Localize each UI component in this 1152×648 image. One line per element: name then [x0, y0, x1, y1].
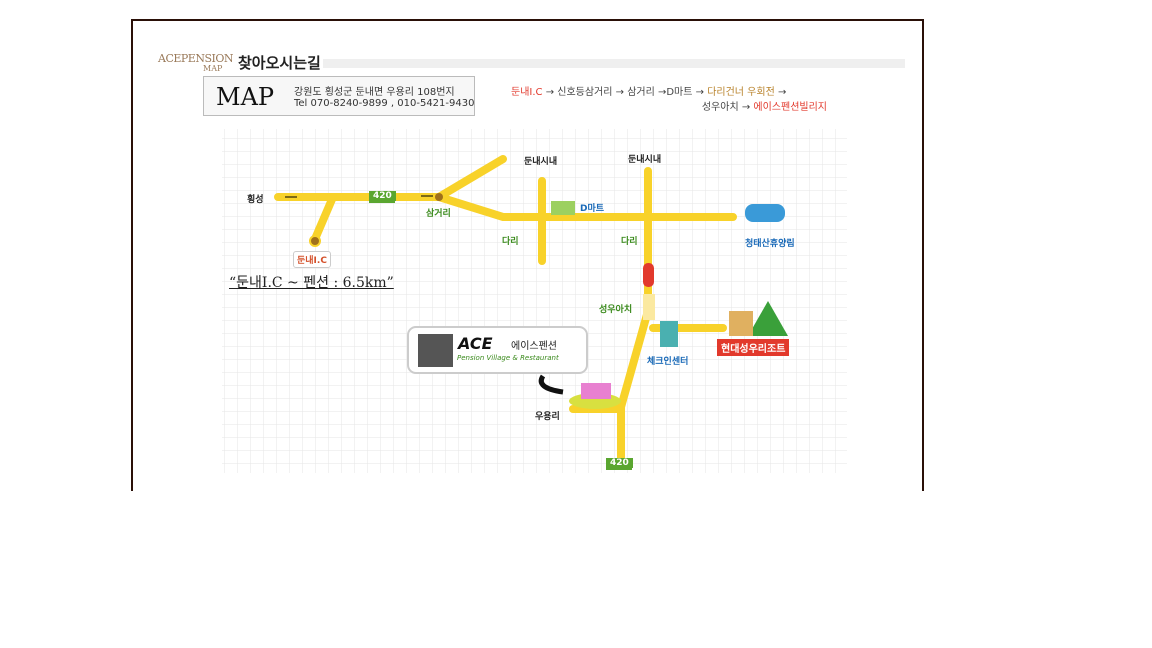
label-seongu-arch: 성우아치 — [599, 305, 633, 315]
label-samgeori: 삼거리 — [426, 209, 451, 219]
checkin-building-icon — [660, 321, 678, 347]
label-uyongri: 우용리 — [535, 412, 560, 422]
pension-icon — [581, 383, 611, 399]
brand-logo: ACEPENSION — [158, 52, 233, 65]
address-box: MAP 강원도 횡성군 둔내면 우용리 108번지 Tel 070-8240-9… — [203, 76, 475, 116]
route-segment: 에이스펜션빌리지 — [753, 102, 827, 113]
address: 강원도 횡성군 둔내면 우용리 108번지 — [294, 87, 455, 98]
route-segment: 다리건너 우회전 — [707, 87, 775, 98]
route-line-1: 둔내I.C → 신호등삼거리 → 삼거리 →D마트 → 다리건너 우회전 → — [511, 83, 786, 98]
label-dunnae-city-2: 둔내시내 — [628, 155, 662, 165]
telephone: Tel 070-8240-9899 , 010-5421-9430 — [294, 98, 475, 109]
brand-sub: MAP — [203, 64, 223, 73]
route-segment: → 신호등삼거리 → 삼거리 →D마트 → — [542, 87, 708, 98]
road-sign-420-south: 420 — [606, 458, 633, 468]
pension-photo — [418, 334, 453, 367]
label-bridge-1: 다리 — [502, 237, 519, 247]
distance-note: “둔내I.C ~ 펜션 : 6.5km” — [229, 275, 394, 291]
label-hoengseong: 횡성 — [247, 195, 264, 205]
mountain-icon — [748, 301, 788, 336]
route-segment: 성우아치 → — [701, 102, 754, 113]
castle-icon — [729, 311, 753, 336]
arrow-icon — [538, 374, 564, 395]
car-icon — [643, 263, 654, 287]
label-dunnae-city-1: 둔내시내 — [524, 157, 558, 167]
map-label: MAP — [216, 83, 275, 111]
title-bar — [323, 59, 905, 68]
label-checkin: 체크인센터 — [647, 357, 689, 367]
route-line-2: 성우아치 → 에이스펜션빌리지 — [702, 98, 827, 113]
road-sign-420: 420 — [369, 191, 396, 201]
label-bridge-2: 다리 — [621, 237, 638, 247]
ace-subtitle: Pension Village & Restaurant — [457, 354, 559, 362]
road-map — [222, 129, 847, 473]
page-title: 찾아오시는길 — [238, 54, 321, 72]
arch-icon — [643, 294, 655, 320]
label-resort: 현대성우리조트 — [717, 339, 790, 356]
label-dunnae-ic: 둔내I.C — [293, 251, 331, 268]
label-dmart: D마트 — [580, 204, 605, 214]
map-frame: ACEPENSION MAP 찾아오시는길 MAP 강원도 횡성군 둔내면 우용… — [131, 19, 924, 491]
ace-name: 에이스펜션 — [511, 341, 557, 352]
ace-logo: ACE — [458, 334, 493, 353]
label-forest: 청태산휴양림 — [745, 239, 795, 249]
forest-icon — [745, 204, 785, 222]
dmart-icon — [551, 201, 575, 215]
map-grid — [222, 129, 847, 473]
route-segment: → — [774, 87, 787, 98]
route-segment: 둔내I.C — [511, 87, 543, 98]
